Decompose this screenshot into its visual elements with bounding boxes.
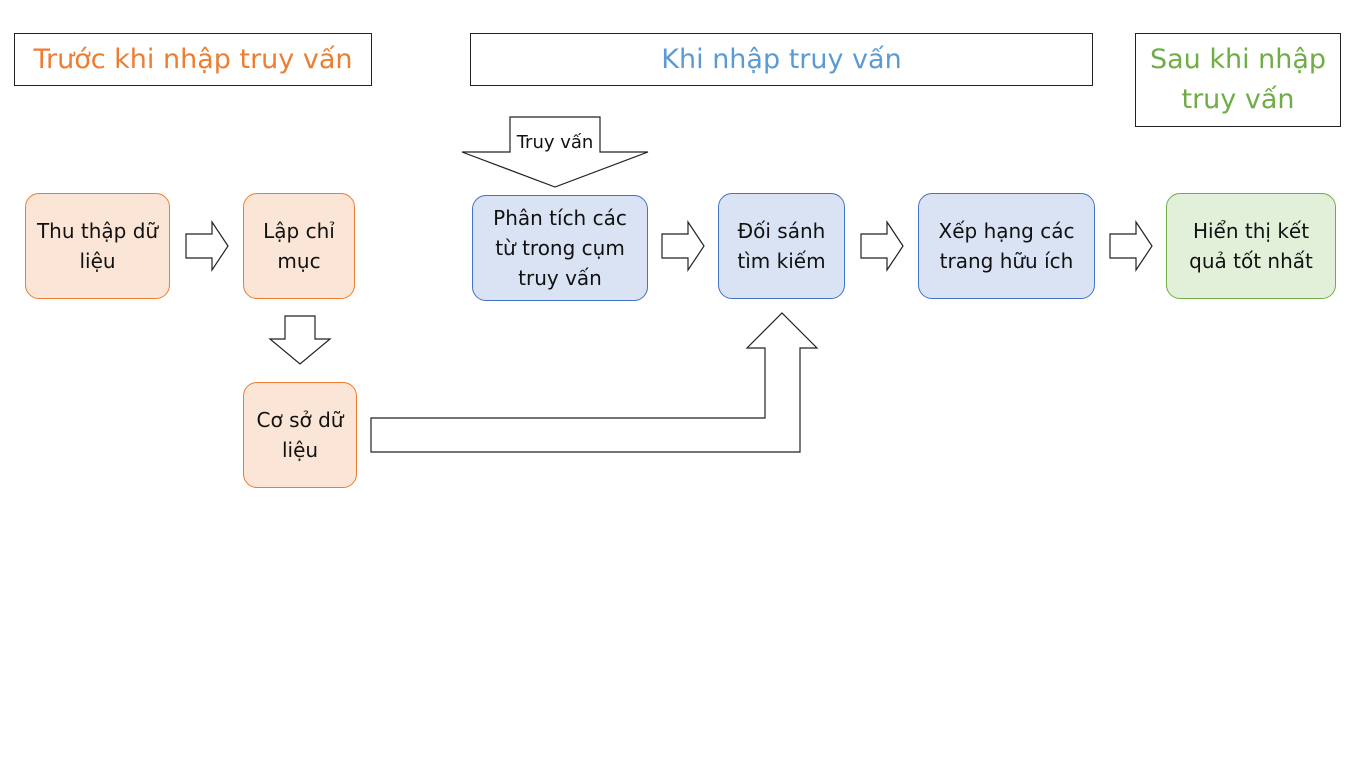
arrow-rank-to-show <box>1109 220 1153 272</box>
header-after-query: Sau khi nhập truy vấn <box>1135 33 1341 127</box>
arrow-collect-to-index <box>185 220 229 272</box>
query-arrow <box>461 116 649 188</box>
box-rank-pages: Xếp hạng các trang hữu ích <box>918 193 1095 299</box>
arrow-index-to-database <box>268 315 332 365</box>
box-analyze-query: Phân tích các từ trong cụm truy vấn <box>472 195 648 301</box>
box-show-results: Hiển thị kết quả tốt nhất <box>1166 193 1336 299</box>
query-label: Truy vấn <box>516 132 594 153</box>
box-indexing: Lập chỉ mục <box>243 193 355 299</box>
arrow-database-to-match <box>370 312 819 453</box>
header-during-query: Khi nhập truy vấn <box>470 33 1093 86</box>
arrow-match-to-rank <box>860 220 904 272</box>
box-collect-data: Thu thập dữ liệu <box>25 193 170 299</box>
box-database: Cơ sở dữ liệu <box>243 382 357 488</box>
box-search-matching: Đối sánh tìm kiếm <box>718 193 845 299</box>
arrow-analyze-to-match <box>661 220 705 272</box>
header-before-query: Trước khi nhập truy vấn <box>14 33 372 86</box>
